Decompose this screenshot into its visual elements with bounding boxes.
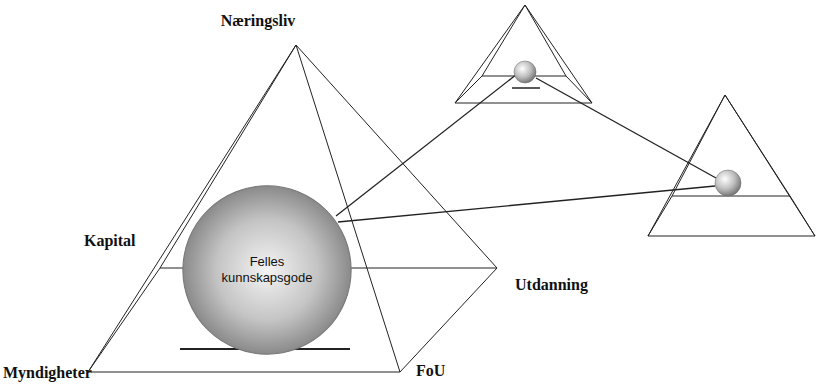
vertex-label: Næringsliv: [221, 12, 296, 30]
vertex-label: FoU: [416, 362, 445, 380]
vertex-label: Kapital: [84, 232, 136, 250]
vertex-label: Utdanning: [515, 276, 588, 294]
vertex-label: Myndigheter: [3, 364, 92, 382]
sphere-text: Felles kunnskapsgode: [216, 254, 318, 287]
knowledge-sphere: Felles kunnskapsgode: [182, 185, 352, 355]
